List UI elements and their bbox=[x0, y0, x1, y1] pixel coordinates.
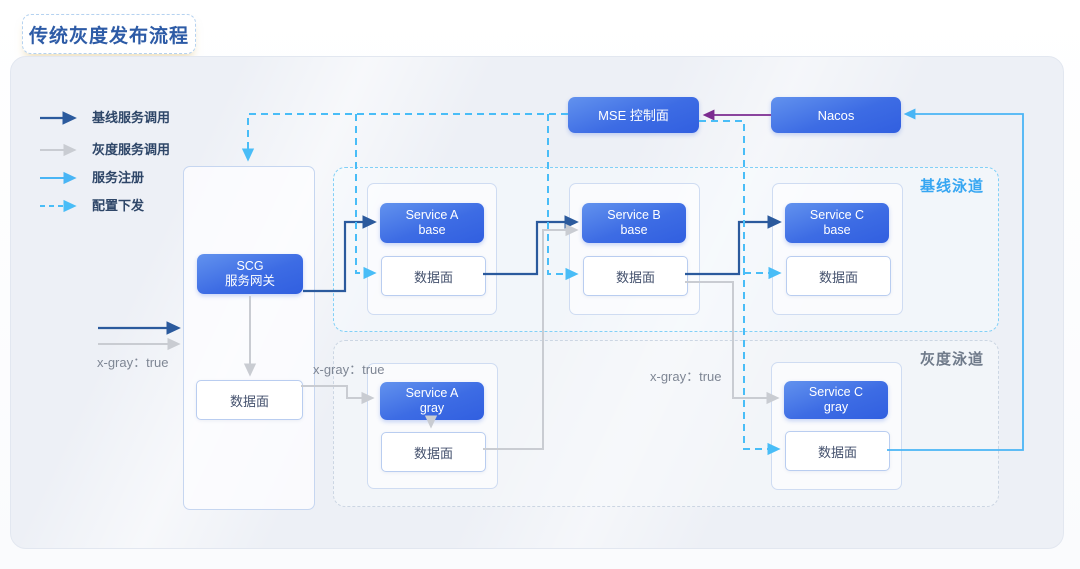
service-a-base-card: Service A base 数据面 bbox=[367, 183, 497, 315]
scg-data-plane: 数据面 bbox=[196, 380, 303, 420]
x-gray-annotation-inbound: x-gray：true bbox=[97, 355, 169, 370]
service-c-base-node: Service C base bbox=[785, 203, 889, 243]
service-b-base-card: Service B base 数据面 bbox=[569, 183, 700, 315]
lane-baseline-label: 基线泳道 bbox=[919, 178, 984, 195]
service-c-gray-node: Service C gray bbox=[784, 381, 888, 419]
service-a-gray-node: Service A gray bbox=[380, 382, 484, 420]
service-c-gray-line2: gray bbox=[823, 400, 849, 414]
lane-gray-label: 灰度泳道 bbox=[919, 351, 984, 368]
service-a-gray-line1: Service A bbox=[405, 386, 459, 400]
service-a-gray-line2: gray bbox=[419, 401, 445, 415]
nacos-node: Nacos bbox=[771, 97, 901, 133]
service-b-base-line1: Service B bbox=[607, 208, 661, 222]
diagram-title: 传统灰度发布流程 bbox=[28, 25, 189, 47]
service-c-base-line1: Service C bbox=[809, 208, 865, 222]
x-gray-annotation-service-c: x-gray：true bbox=[650, 369, 722, 384]
service-c-gray-card: Service C gray 数据面 bbox=[771, 362, 902, 490]
scg-gateway-container bbox=[183, 166, 315, 510]
mse-control-plane-node: MSE 控制面 bbox=[568, 97, 699, 133]
service-a-base-line2: base bbox=[418, 223, 446, 237]
service-a-base-node: Service A base bbox=[380, 203, 484, 243]
service-b-base-line2: base bbox=[620, 223, 648, 237]
service-b-base-data-plane: 数据面 bbox=[583, 256, 688, 296]
service-c-base-line2: base bbox=[823, 223, 851, 237]
legend-item-config-push: 配置下发 bbox=[92, 198, 145, 213]
legend-item-base-call: 基线服务调用 bbox=[92, 110, 171, 125]
legend-item-service-register: 服务注册 bbox=[92, 170, 145, 185]
service-b-base-node: Service B base bbox=[582, 203, 686, 243]
diagram-title-box: 传统灰度发布流程 bbox=[22, 14, 196, 54]
scg-title-line1: SCG bbox=[236, 259, 264, 273]
scg-title-line2: 服务网关 bbox=[224, 274, 275, 288]
legend-item-gray-call: 灰度服务调用 bbox=[92, 142, 171, 157]
x-gray-annotation-service-a: x-gray：true bbox=[313, 362, 385, 377]
service-c-gray-data-plane: 数据面 bbox=[785, 431, 890, 471]
scg-gateway-node: SCG 服务网关 bbox=[197, 254, 303, 294]
service-c-base-card: Service C base 数据面 bbox=[772, 183, 903, 315]
service-c-gray-line1: Service C bbox=[808, 385, 864, 399]
service-a-base-data-plane: 数据面 bbox=[381, 256, 486, 296]
service-c-base-data-plane: 数据面 bbox=[786, 256, 891, 296]
service-a-gray-data-plane: 数据面 bbox=[381, 432, 486, 472]
service-a-base-line1: Service A bbox=[405, 208, 459, 222]
service-a-gray-card: Service A gray 数据面 bbox=[367, 363, 498, 489]
